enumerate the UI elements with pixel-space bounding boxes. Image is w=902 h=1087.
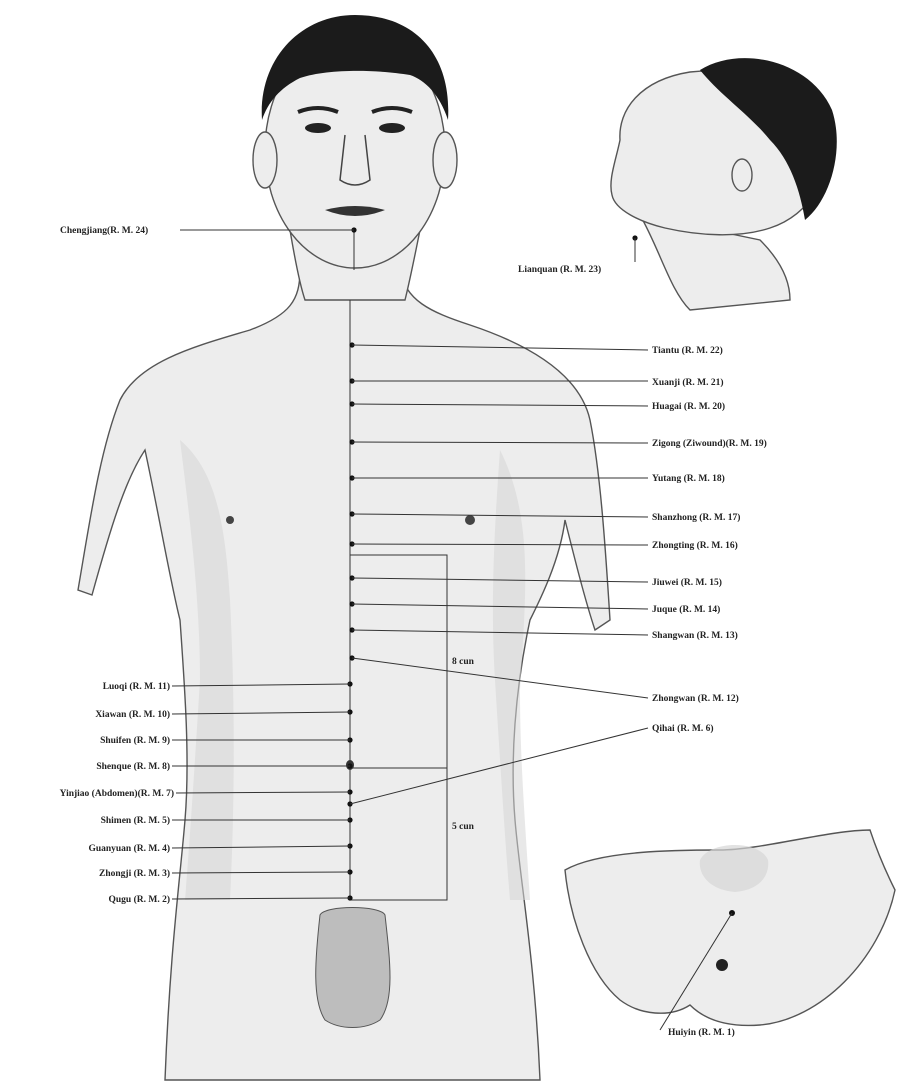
label-yutang: Yutang (R. M. 18) [652, 473, 725, 484]
label-luoqi: Luoqi (R. M. 11) [103, 681, 170, 692]
label-zigong: Zigong (Ziwound)(R. M. 19) [652, 438, 767, 449]
label-zhongwan: Zhongwan (R. M. 12) [652, 693, 739, 704]
label-huiyin: Huiyin (R. M. 1) [668, 1027, 735, 1038]
profile-ear [732, 159, 752, 191]
label-shuifen: Shuifen (R. M. 9) [100, 735, 170, 746]
left-nipple [226, 516, 234, 524]
right-ear [433, 132, 457, 188]
label-juque: Juque (R. M. 14) [652, 604, 720, 615]
label-zhongji: Zhongji (R. M. 3) [99, 868, 170, 879]
main-figure [78, 15, 610, 1080]
measure-upper-label: 8 cun [452, 657, 475, 667]
perineum-inset [565, 830, 895, 1025]
profile-head [611, 58, 837, 310]
label-shenque: Shenque (R. M. 8) [96, 761, 170, 772]
labels-right: Tiantu (R. M. 22) Xuanji (R. M. 21) Huag… [652, 345, 767, 734]
label-chengjiang: Chengjiang(R. M. 24) [60, 225, 148, 236]
label-shanzhong: Shanzhong (R. M. 17) [652, 512, 740, 523]
left-eye [305, 123, 331, 133]
label-shangwan: Shangwan (R. M. 13) [652, 630, 738, 641]
genital-area [316, 908, 390, 1028]
label-xiawan: Xiawan (R. M. 10) [95, 709, 170, 720]
label-tiantu: Tiantu (R. M. 22) [652, 345, 723, 356]
measure-lower-label: 5 cun [452, 822, 475, 832]
label-qihai: Qihai (R. M. 6) [652, 723, 713, 734]
label-huagai: Huagai (R. M. 20) [652, 401, 725, 412]
label-shimen: Shimen (R. M. 5) [101, 815, 170, 826]
labels-left: Chengjiang(R. M. 24) Luoqi (R. M. 11) Xi… [60, 225, 174, 905]
anus-mark [716, 959, 728, 971]
label-jiuwei: Jiuwei (R. M. 15) [652, 577, 722, 588]
label-qugu: Qugu (R. M. 2) [109, 894, 171, 905]
right-nipple [465, 515, 475, 525]
label-lianquan: Lianquan (R. M. 23) [518, 264, 601, 275]
label-zhongting: Zhongting (R. M. 16) [652, 540, 738, 551]
left-ear [253, 132, 277, 188]
label-yinjiao: Yinjiao (Abdomen)(R. M. 7) [60, 788, 174, 799]
right-eye [379, 123, 405, 133]
label-guanyuan: Guanyuan (R. M. 4) [88, 843, 170, 854]
label-xuanji: Xuanji (R. M. 21) [652, 377, 724, 388]
